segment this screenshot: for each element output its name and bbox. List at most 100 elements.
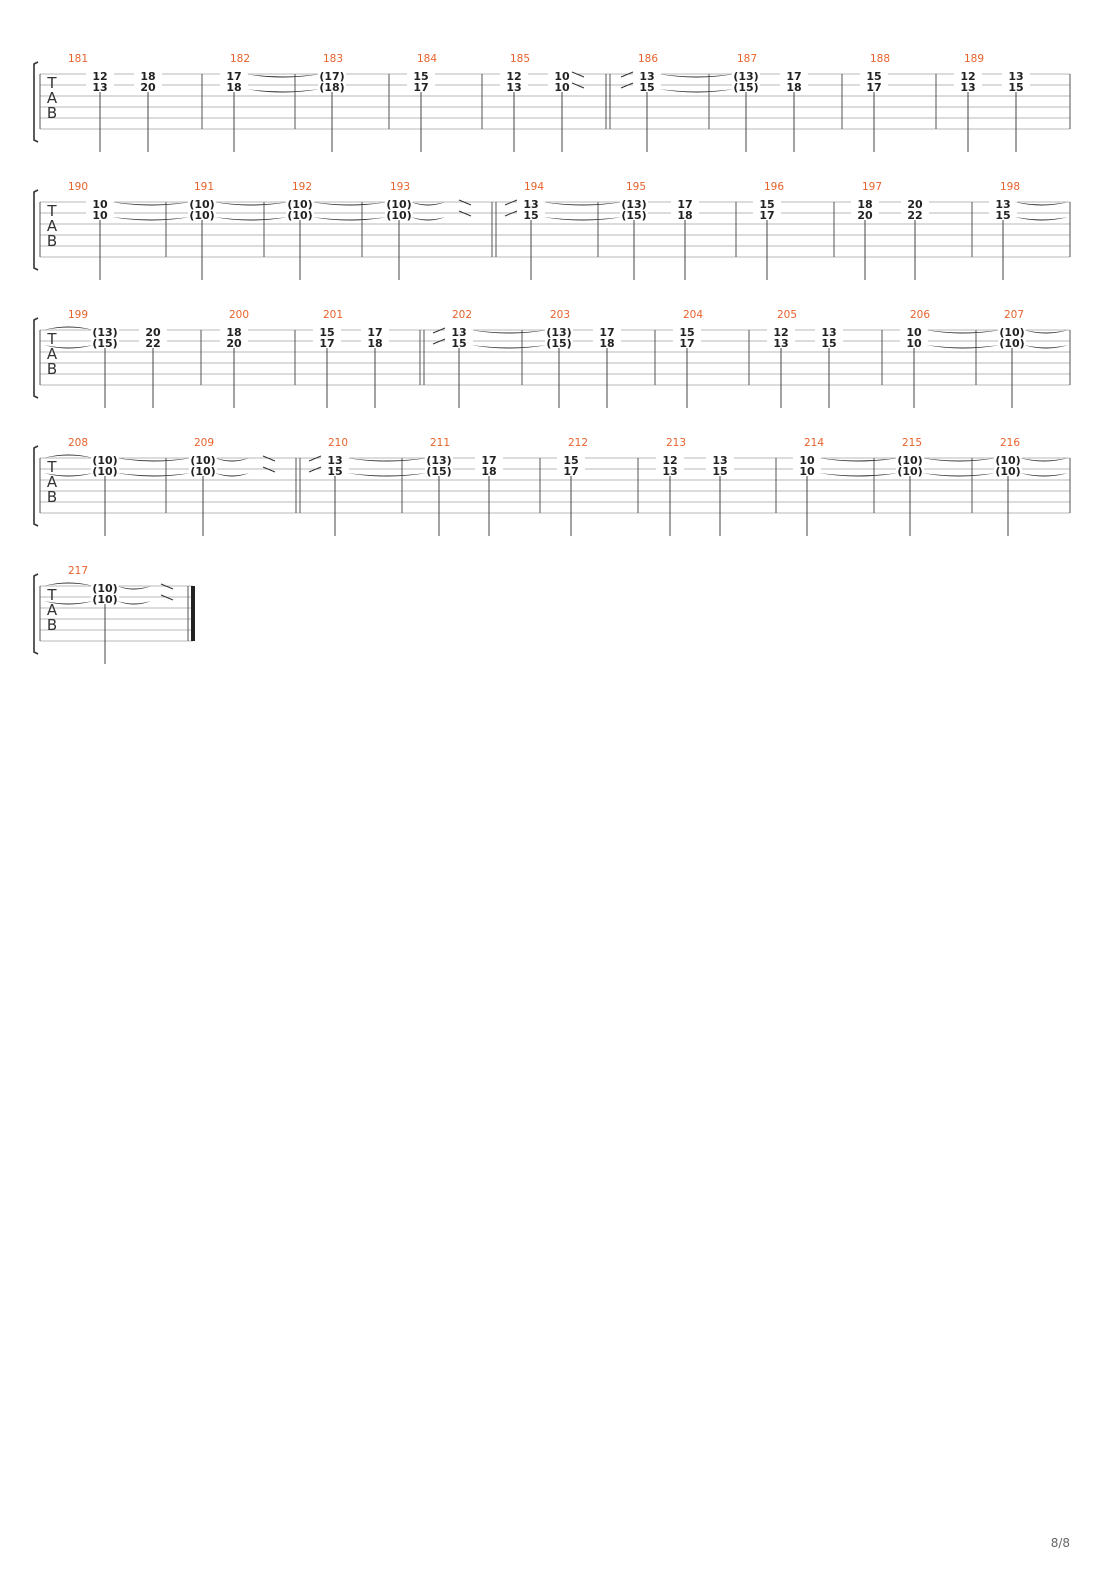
- fret-number: (10): [897, 454, 922, 467]
- fret-number: 17: [759, 209, 774, 222]
- measure-number: 187: [737, 53, 757, 65]
- fret-number: 15: [639, 81, 654, 94]
- measure-number: 190: [68, 181, 88, 193]
- fret-backing: [91, 455, 119, 465]
- tab-clef-letter: T: [46, 586, 57, 604]
- fret-backing: [189, 455, 217, 465]
- tie-arc: [411, 217, 445, 221]
- fret-number: 10: [906, 326, 922, 339]
- fret-backing: [671, 199, 699, 209]
- fret-backing: [815, 327, 843, 337]
- fret-backing: [753, 210, 781, 220]
- fret-backing: [989, 199, 1017, 209]
- tablature-score: TAB181121318201821718183(17)(18)18415171…: [33, 53, 1071, 664]
- tab-system: TAB1901010191(10)(10)192(10)(10)193(10)(…: [33, 181, 1071, 280]
- fret-backing: [901, 210, 929, 220]
- fret-number: 18: [857, 198, 872, 211]
- fret-number: 13: [773, 337, 788, 350]
- fret-backing: [896, 466, 924, 476]
- fret-number: (10): [386, 209, 411, 222]
- fret-number: 12: [662, 454, 677, 467]
- slide-mark: [308, 466, 322, 473]
- fret-backing: [793, 466, 821, 476]
- fret-backing: [407, 82, 435, 92]
- measure-number: 189: [964, 53, 984, 65]
- tab-clef-letter: A: [47, 89, 58, 107]
- fret-number: (10): [92, 454, 117, 467]
- fret-number: (13): [92, 326, 117, 339]
- fret-number: (10): [897, 465, 922, 478]
- tie-arc: [44, 345, 93, 349]
- fret-backing: [86, 82, 114, 92]
- measure-number: 197: [862, 181, 882, 193]
- tie-arc: [1024, 330, 1068, 334]
- fret-backing: [860, 71, 888, 81]
- fret-backing: [767, 327, 795, 337]
- fret-backing: [321, 466, 349, 476]
- measure-number: 195: [626, 181, 646, 193]
- measure-number: 198: [1000, 181, 1020, 193]
- fret-backing: [91, 338, 119, 348]
- tab-clef-letter: A: [47, 217, 58, 235]
- fret-number: 22: [145, 337, 160, 350]
- fret-backing: [86, 210, 114, 220]
- tab-system: TAB208(10)(10)209(10)(10)2101315211(13)(…: [33, 437, 1071, 536]
- measure: 216(10)(10): [994, 437, 1068, 536]
- fret-backing: [900, 327, 928, 337]
- tab-clef-letter: B: [47, 488, 57, 506]
- fret-backing: [475, 466, 503, 476]
- fret-number: 10: [554, 81, 570, 94]
- fret-backing: [91, 327, 119, 337]
- fret-number: (18): [319, 81, 344, 94]
- system-brace: [33, 189, 39, 271]
- fret-number: 17: [367, 326, 382, 339]
- measure-number: 200: [229, 309, 249, 321]
- tie-arc: [44, 582, 93, 586]
- tab-clef-letter: T: [46, 74, 57, 92]
- slide-mark: [504, 199, 518, 206]
- slide-mark: [458, 199, 472, 206]
- tie-arc: [1015, 217, 1068, 221]
- tie-arc: [471, 330, 547, 334]
- fret-backing: [998, 327, 1026, 337]
- tie-arc: [1020, 473, 1068, 477]
- tie-arc: [117, 458, 191, 462]
- fret-backing: [286, 199, 314, 209]
- measure: 208(10)(10): [44, 437, 191, 536]
- fret-number: 18: [140, 70, 155, 83]
- tie-arc: [819, 473, 898, 477]
- slide-mark: [432, 327, 446, 334]
- tie-arc: [1024, 345, 1068, 349]
- fret-number: (10): [190, 454, 215, 467]
- measure: 183(17)(18): [318, 53, 346, 152]
- measure-number: 186: [638, 53, 658, 65]
- fret-backing: [900, 338, 928, 348]
- fret-backing: [656, 466, 684, 476]
- measure-number: 210: [328, 437, 348, 449]
- fret-backing: [385, 199, 413, 209]
- fret-backing: [445, 338, 473, 348]
- measure-number: 196: [764, 181, 784, 193]
- fret-number: 15: [327, 465, 342, 478]
- tie-arc: [347, 458, 427, 462]
- tab-clef-letter: T: [46, 458, 57, 476]
- tie-arc: [44, 473, 93, 477]
- fret-backing: [671, 210, 699, 220]
- measure: 207(10)(10): [998, 309, 1068, 408]
- fret-number: (10): [189, 198, 214, 211]
- tab-system: TAB181121318201821718183(17)(18)18415171…: [33, 53, 1071, 152]
- tie-arc: [543, 202, 622, 206]
- tie-arc: [214, 202, 288, 206]
- measure-number: 183: [323, 53, 343, 65]
- fret-number: 17: [599, 326, 614, 339]
- fret-backing: [994, 466, 1022, 476]
